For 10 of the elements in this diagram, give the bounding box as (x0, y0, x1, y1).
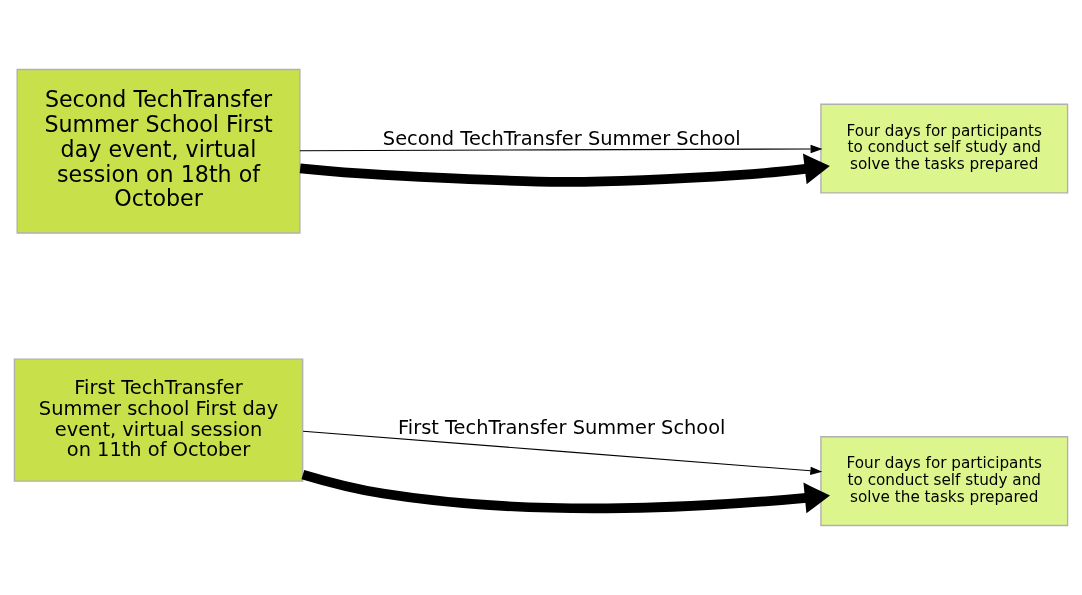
node-box: Second TechTransfer Summer School First day event, virtual session on 18th of October (16, 68, 301, 234)
node-box: Four days for participants to conduct self study and solve the tasks prepared (820, 436, 1069, 527)
arrow (302, 430, 823, 475)
arrow (301, 469, 831, 514)
node-box: Four days for participants to conduct self study and solve the tasks prepared (820, 103, 1069, 194)
edge-label: Second TechTransfer Summer School (382, 126, 741, 150)
edge-label: First TechTransfer Summer School (398, 416, 726, 440)
node-box: First TechTransfer Summer school First day event, virtual session on 11th of October (13, 358, 304, 482)
arrow (299, 153, 830, 187)
arrow (299, 144, 823, 154)
